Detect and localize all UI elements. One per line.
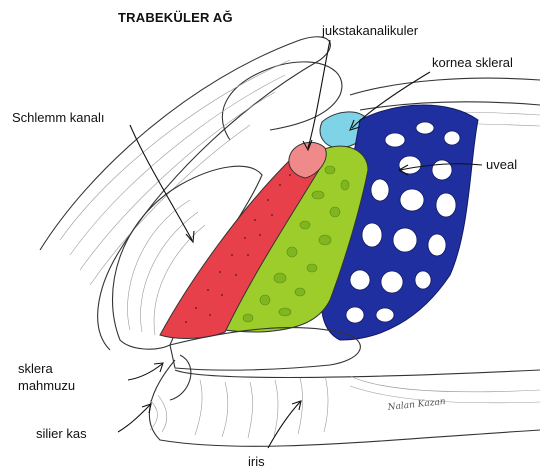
arrow-silier-kas <box>118 405 150 432</box>
diagram-title: TRABEKÜLER AĞ <box>118 10 233 25</box>
label-kornea-skleral: kornea skleral <box>432 55 513 70</box>
label-schlemm-canal: Schlemm kanalı <box>12 110 104 125</box>
label-silier-kas: silier kas <box>36 426 87 441</box>
ciliary-iris-sketch <box>149 328 540 447</box>
label-sklera-line1: sklera <box>18 361 53 376</box>
label-iris: iris <box>248 454 265 469</box>
label-sklera-line2: mahmuzu <box>18 378 75 393</box>
arrow-iris <box>268 402 300 448</box>
arrow-sklera-mahmuzu <box>128 364 162 380</box>
label-uveal: uveal <box>486 157 517 172</box>
label-jukstakanalikuler: jukstakanalikuler <box>321 23 419 38</box>
artist-signature: Nalan Kazan <box>386 397 446 413</box>
arrow-schlemm <box>130 125 192 240</box>
